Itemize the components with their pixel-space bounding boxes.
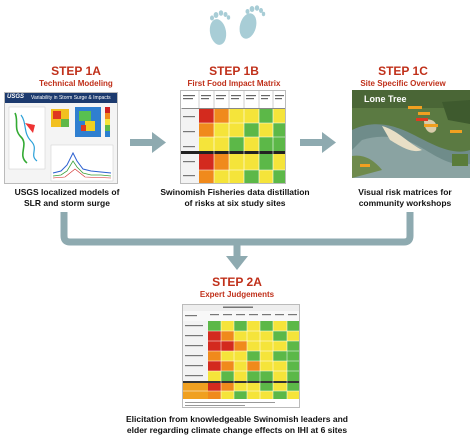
step-2a-matrix: [182, 304, 300, 408]
step-1b-title: STEP 1B: [209, 64, 259, 78]
step-1c-subtitle: Site Specific Overview: [360, 79, 446, 88]
step-1b-matrix: [180, 90, 286, 184]
step-1b-caption-line-2: of risks at six study sites: [184, 198, 286, 208]
site-marker-3: [416, 118, 428, 121]
usgs-logo: USGS: [7, 94, 25, 100]
step-2a-caption-line-1: Elicitation from knowledgeable Swinomish…: [126, 414, 348, 424]
site-marker-6: [450, 130, 462, 133]
site-marker-1: [408, 106, 422, 109]
step-1a-caption: USGS localized models of SLR and storm s…: [2, 187, 132, 209]
step-2a-subtitle: Expert Judgements: [199, 290, 275, 299]
connector-down-head: [226, 256, 248, 270]
arrow-1b-1c-head: [322, 132, 336, 153]
step-1a-caption-line-1: USGS localized models of: [14, 187, 120, 197]
step-1c-caption-line-1: Visual risk matrices for: [358, 187, 452, 197]
step-1c-caption: Visual risk matrices for community works…: [338, 187, 472, 209]
step-1c-aerial-image: Lone Tree: [352, 90, 470, 178]
step-2a-title: STEP 2A: [212, 275, 262, 289]
connector-bracket: [60, 212, 414, 246]
step-1c-image-label: Lone Tree: [364, 94, 407, 104]
footprints-icon: [209, 5, 266, 45]
step-1c-caption-line-2: community workshops: [358, 198, 452, 208]
site-marker-2: [418, 112, 430, 115]
step-1b-caption: Swinomish Fisheries data distillation of…: [150, 187, 320, 209]
site-marker-4: [424, 124, 438, 127]
step-1c-title: STEP 1C: [378, 64, 428, 78]
step-1a-image: USGS Variability in Storm Surge & Impact…: [4, 92, 118, 184]
step-1b-subtitle: First Food Impact Matrix: [187, 79, 281, 88]
step-2a-caption-line-2: elder regarding climate change effects o…: [126, 425, 348, 435]
aerial-photo-graphic: [352, 90, 470, 178]
site-marker-5: [360, 164, 370, 167]
matrix-1b-cells: [181, 109, 285, 183]
usgs-header-bar: USGS Variability in Storm Surge & Impact…: [5, 93, 117, 103]
step-1a-title: STEP 1A: [51, 64, 101, 78]
step-2a-caption: Elicitation from knowledgeable Swinomish…: [90, 414, 384, 436]
arrow-1b-1c-shaft: [300, 139, 324, 146]
matrix-1b-header-text: [183, 91, 284, 109]
matrix-2a-graphic: [183, 305, 299, 406]
connector-down-shaft: [233, 242, 241, 258]
model-map-graphic: [5, 103, 117, 183]
step-1a-image-header: Variability in Storm Surge & Impacts: [31, 95, 111, 101]
arrow-1a-1b-head: [152, 132, 166, 153]
arrow-1a-1b-shaft: [130, 139, 154, 146]
step-1b-caption-line-1: Swinomish Fisheries data distillation: [160, 187, 310, 197]
step-1a-subtitle: Technical Modeling: [39, 79, 113, 88]
step-1a-caption-line-2: SLR and storm surge: [24, 198, 110, 208]
